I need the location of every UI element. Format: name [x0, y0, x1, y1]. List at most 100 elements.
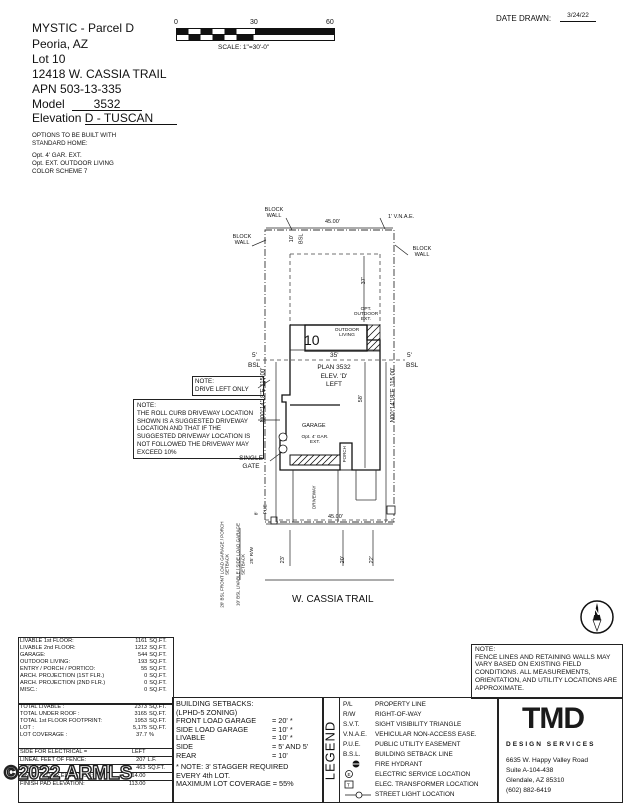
block-wall-top-left: BLOCK WALL [264, 207, 284, 219]
setbacks-note2: EVERY 4th LOT. [176, 770, 231, 780]
scale-tick-0: 0 [174, 19, 178, 26]
plan-label-2: ELEV. 'D' [320, 372, 348, 380]
opt-outdoor-label: OPT. OUTDOOR EXT. [353, 307, 379, 322]
legend-desc-pue: PUBLIC UTILITY EASEMENT [375, 741, 461, 748]
note-drive-left: NOTE: DRIVE LEFT ONLY [192, 376, 264, 396]
transformer-icon: T [344, 780, 354, 789]
dim-20: 20' [339, 556, 346, 564]
model-value: 3532 [72, 98, 143, 111]
table-row: SIDE FOR ELECTRICAL =LEFT [19, 749, 173, 757]
date-label: DATE DRAWN: [496, 14, 552, 23]
table-row: FINISH PAD ELEVATION:113.00 [20, 780, 146, 787]
table-row: LOT COVERAGE :37.7% [20, 731, 154, 738]
driveway-label: DRIVEWAY [311, 485, 317, 510]
plan-label: PLAN 3532 ELEV. 'D' LEFT [312, 364, 356, 389]
lot-line: Lot 10 [32, 53, 65, 65]
disclaimer-title: NOTE: [475, 646, 496, 653]
scale-bar [176, 28, 335, 41]
company-box: TMD DESIGN SERVICES 6635 W. Happy Valley… [497, 697, 623, 803]
setback-side-load: 10' BSL LIVABLE / SIDE LOAD GARAGE SETBA… [235, 523, 246, 606]
model-label: Model [32, 97, 65, 111]
bottom-width: 45.00' [328, 514, 343, 520]
table-row: FINISH FLOOR ELEVATION:114.00 [19, 773, 173, 781]
lot-number-plan: 10 [304, 332, 320, 348]
leader-lines [251, 217, 409, 462]
disclaimer-box: NOTE: FENCE LINES AND RETAINING WALLS MA… [471, 644, 623, 699]
setback-front-porch: 20' BSL FRONT LOAD GARAGE / PORCH SETBAC… [219, 521, 230, 608]
legend-desc-streetlight: STREET LIGHT LOCATION [375, 791, 455, 798]
elevation-line: Elevation D - TUSCAN [32, 112, 177, 125]
legend-desc-bsl: BUILDING SETBACK LINE [375, 751, 453, 758]
side-setback-right: 5' [407, 352, 412, 359]
bsl-right: BSL [406, 362, 419, 369]
apn-value: 503-13-335 [60, 82, 122, 96]
legend-desc-transformer: ELEC. TRANSFORMER LOCATION [375, 781, 479, 788]
side-setback-left: 5' [252, 352, 257, 359]
plan-label-1: PLAN 3532 [317, 364, 351, 371]
plan-label-3: LEFT [326, 381, 342, 388]
fire-hydrant-icon [352, 760, 360, 768]
vnae-label: 1' V.N.A.E. [388, 214, 415, 220]
rear-bsl: BSL [298, 233, 305, 244]
date-value: 3/24/22 [560, 12, 596, 22]
setback-lines [256, 253, 405, 521]
bearing-right: N00°14'18"E 115.00' [390, 367, 397, 423]
legend-abbr-pue: P.U.E. [343, 741, 361, 748]
garage-ext-label: Opt. 4' GAR. EXT. [301, 435, 329, 445]
outdoor-ext-hatch [366, 324, 381, 352]
scale-tick-60: 60 [326, 19, 334, 26]
legend-abbr-bsl: B.S.L. [343, 751, 361, 758]
apn-line: APN 503-13-335 [32, 83, 121, 95]
company-address1: 6635 W. Happy Valley Road [506, 757, 588, 764]
setback-row: REAR= 10' [176, 750, 288, 760]
option-3: COLOR SCHEME 7 [32, 168, 88, 175]
property-line [264, 229, 395, 523]
address: 12418 W. CASSIA TRAIL [32, 67, 167, 81]
pue-label: PUE [263, 504, 269, 515]
site-plan [239, 217, 614, 634]
model-line: Model 3532 [32, 97, 143, 111]
svg-text:T: T [347, 783, 350, 788]
block-wall-left: BLOCK WALL [232, 234, 252, 246]
copyright-watermark: ©2022 ARMLS [3, 763, 133, 784]
north-label: N [593, 607, 601, 618]
setbacks-box: BUILDING SETBACKS: (LPHD-5 ZONING) FRONT… [172, 697, 324, 803]
driveway-hatch [289, 454, 341, 466]
street-name: W. CASSIA TRAIL [292, 594, 374, 605]
legend-desc-rw: RIGHT-OF-WAY [375, 711, 422, 718]
porch-label: PORCH [341, 446, 347, 463]
city: Peoria, AZ [32, 37, 89, 51]
company-phone: (602) 882-6419 [506, 787, 552, 794]
dimension-lines [239, 227, 394, 581]
company-logo: TMD [522, 702, 585, 735]
stats-electrical-table: SIDE FOR ELECTRICAL =LEFT LINEAL FEET OF… [19, 749, 173, 788]
rear-setback: 10' [288, 235, 295, 243]
stats-electrical-box: SIDE FOR ELECTRICAL =LEFT LINEAL FEET OF… [18, 748, 174, 803]
legend-desc-vnae: VEHICULAR NON-ACCESS EASE. [375, 731, 477, 738]
setbacks-note1: * NOTE: 3' STAGGER REQUIRED [176, 762, 289, 772]
legend-box: LEGEND P/L PROPERTY LINE R/W RIGHT-OF-WA… [322, 697, 499, 803]
setback-row: LIVABLE= 10' * [176, 733, 293, 743]
company-address3: Glendale, AZ 85310 [506, 777, 565, 784]
apn-label: APN [32, 82, 57, 96]
note-roll-curb: NOTE: THE ROLL CURB DRIVEWAY LOCATION SH… [133, 399, 264, 460]
electric-service-icon: E [345, 770, 353, 778]
legend-desc-hydrant: FIRE HYDRANT [375, 761, 423, 768]
rear-depth: 37' [360, 277, 367, 285]
elevation-label: Elevation [32, 111, 82, 125]
disclaimer-text: FENCE LINES AND RETAINING WALLS MAY VARY… [475, 653, 618, 692]
utility-markers [270, 432, 396, 525]
setbacks-max: MAXIMUM LOT COVERAGE = 55% [176, 779, 294, 789]
